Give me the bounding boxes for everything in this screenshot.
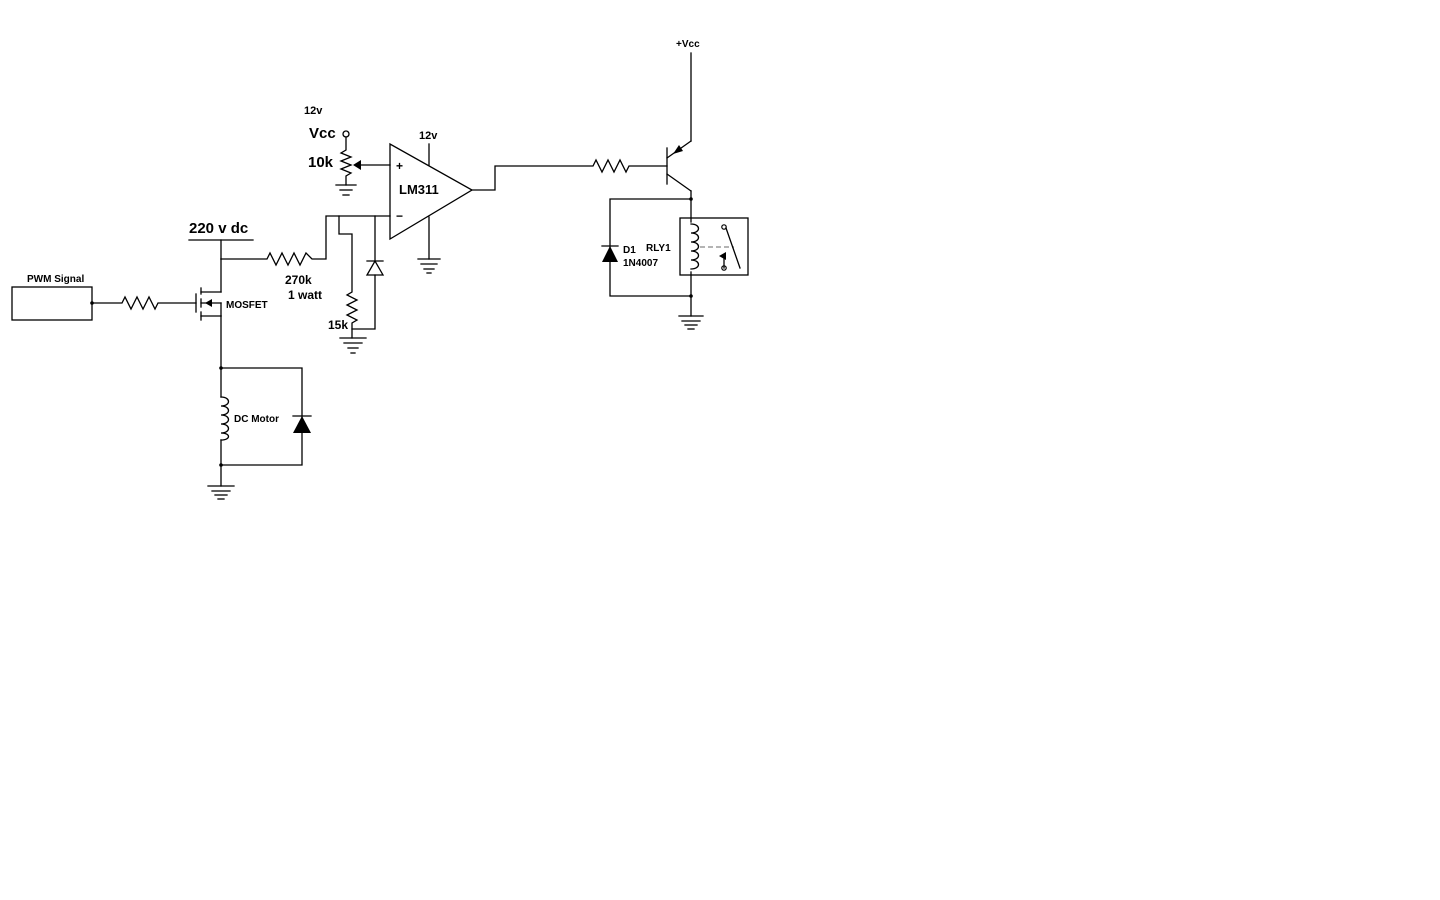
relay-label: RLY1 [646, 243, 671, 254]
pwm-signal-box [11, 286, 93, 321]
resistor-270k-label: 270k [285, 273, 312, 287]
pot-value-label: 10k [308, 154, 334, 171]
comparator-label: LM311 [399, 182, 439, 197]
resistor-270k [220, 215, 391, 267]
mosfet-symbol [195, 258, 222, 369]
gate-resistor [91, 295, 197, 311]
transistor-symbol [666, 52, 692, 200]
dc-motor-label: DC Motor [234, 414, 279, 425]
potentiometer-10k [335, 136, 391, 196]
clamp-diode [351, 215, 385, 330]
pot-supply-voltage: 12v [304, 105, 323, 117]
diode-label: D1 [623, 245, 636, 256]
vcc-top-label: +Vcc [676, 39, 700, 50]
flyback-diode-d1 [601, 245, 619, 262]
relay-circuit-wiring [609, 197, 704, 330]
pwm-signal-label: PWM Signal [27, 274, 84, 285]
supply-220v-label: 220 v dc [189, 220, 248, 237]
dc-motor-coil [220, 396, 230, 441]
comparator-plus: + [396, 159, 403, 173]
pot-supply-label: Vcc [309, 125, 336, 142]
base-resistor [471, 158, 668, 191]
relay-rly1 [679, 217, 749, 276]
resistor-270k-rating: 1 watt [288, 288, 322, 302]
resistor-15k-label: 15k [328, 318, 348, 332]
comparator-supply-label: 12v [419, 130, 438, 142]
vcc-terminal [342, 130, 350, 138]
motor-freewheel-diode [292, 415, 312, 433]
resistor-15k [338, 215, 367, 354]
mosfet-label: MOSFET [226, 300, 268, 311]
lm311-comparator [389, 142, 474, 274]
comparator-minus: − [396, 209, 403, 223]
diode-part-label: 1N4007 [623, 258, 658, 269]
